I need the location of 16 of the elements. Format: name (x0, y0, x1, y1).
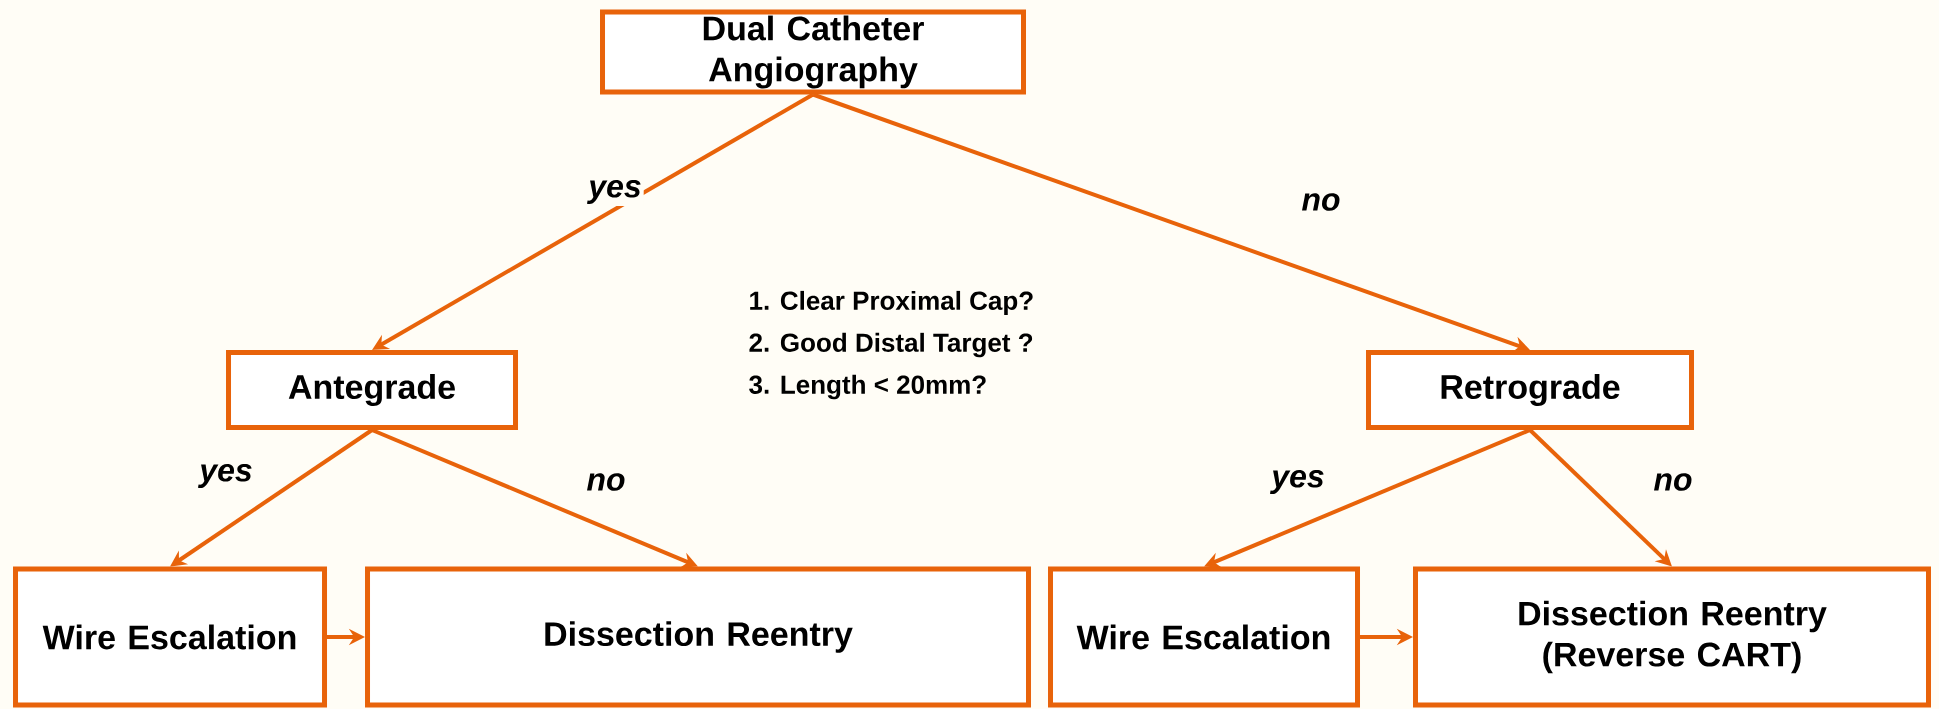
edge-label: no (1651, 471, 1695, 493)
edge-label: yes (586, 178, 644, 206)
question-text: 2. Good Distal Target ? (749, 332, 1033, 358)
process-box: Dissection Reentry (Reverse CART) (1413, 566, 1931, 708)
process-box: Retrograde (1366, 350, 1694, 430)
process-box: Wire Escalation (1048, 566, 1360, 708)
process-box: Dual Catheter Angiography (600, 9, 1026, 95)
process-box: Dissection Reentry (365, 566, 1031, 708)
edge-label: yes (197, 462, 255, 490)
edge-label: no (584, 471, 628, 493)
edge-label: yes (1269, 468, 1327, 496)
edge-label: no (1299, 191, 1343, 213)
question-text: 1. Clear Proximal Cap? (750, 290, 1033, 316)
question-text: 3. Length < 20mm? (749, 374, 986, 400)
process-box: Antegrade (226, 350, 518, 430)
process-box: Wire Escalation (13, 566, 327, 708)
